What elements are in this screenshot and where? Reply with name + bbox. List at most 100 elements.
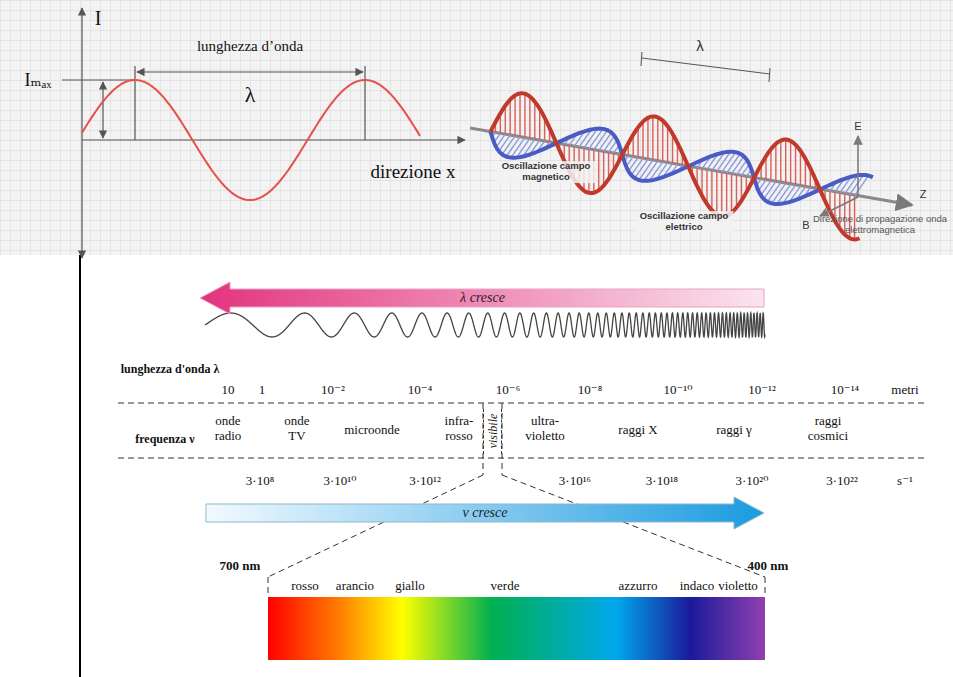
propagation-axis [470,128,912,205]
wavelength-value: 10⁻¹⁴ [831,383,859,398]
wavelength-value: 10⁻² [321,383,345,398]
electric-rung [534,102,535,140]
electric-rung [800,151,801,186]
visible-spectrum-bar [268,597,765,660]
em-axes [641,52,858,216]
wavelength-value: 10⁻⁶ [496,383,520,398]
electric-rung [721,172,722,216]
arrow-wavelength-increases: λ cresce [200,281,765,315]
wavelength-value: 10⁻¹² [748,383,776,398]
electric-rung [667,126,668,163]
electric-rung [716,171,717,214]
scale-title: frequenza ν [135,433,194,447]
wavelength-value: 10⁻¹⁰ [664,383,693,398]
color-name: violetto [718,579,758,594]
frequency-value: 3·10²⁰ [736,474,769,489]
magnetic-rung [604,136,615,152]
node-text: ν cresce [463,505,508,521]
magnetic-rung [502,136,515,154]
color-name: verde [491,579,520,594]
electric-rung [529,97,530,139]
direction-label: Direzione di propagazione onda elettroma… [810,214,950,236]
electric-rung [731,174,732,213]
electric-rung [514,95,515,136]
band-name: infra- rosso [439,414,479,444]
visible-band: visibile [483,409,502,454]
wavelength-value: 10 [222,383,235,398]
wavelength-value: 10⁻⁸ [578,383,602,398]
electric-rung [598,151,599,191]
field-label: Oscillazione campo elettrico [635,211,734,233]
frequency-value: 3·10¹⁶ [559,474,591,489]
magnetic-rung [599,133,612,151]
band-name: ultra- violetto [520,414,570,444]
band-name: raggi X [618,423,657,438]
color-name: giallo [395,579,425,594]
wavelength-value: 10⁻⁴ [408,383,432,398]
node-text: λ cresce [460,290,505,306]
node-text: visibile [485,414,500,449]
electric-rung [603,151,604,185]
electric-rung [780,141,781,183]
sine-curve [82,80,420,200]
unit-label: s⁻¹ [897,474,913,489]
magnetic-rung [631,158,643,175]
electric-rung [726,173,727,215]
band-name: onde radio [205,414,251,444]
band-name: raggi γ [716,423,752,438]
frequency-value: 3·10¹⁸ [646,474,678,489]
color-name: arancio [336,579,374,594]
electric-rung [770,149,771,181]
amplitude-label: Iₘₐₓ [24,70,51,91]
chart-axes [62,8,465,258]
electric-rung [509,100,510,135]
frequency-value: 3·10⁸ [246,474,274,489]
lambda-symbol: λ [696,37,704,54]
axis-label: I [95,7,102,30]
arrow-body [200,282,764,314]
electric-rung [736,175,737,208]
magnetic-rung [764,182,776,199]
wavelength-limit: 400 nm [748,559,789,574]
electric-rung [795,145,796,185]
arrow-frequency-increases: ν cresce [205,496,765,530]
frequency-value: 3·10²² [826,474,858,489]
scale-dashes [118,403,925,597]
band-name: raggi cosmici [803,414,853,444]
unit-label: metri [891,383,918,398]
grid [0,0,953,255]
magnetic-wave [491,129,873,204]
band-name: onde TV [276,414,318,444]
electric-rung [775,144,776,182]
electric-rung [790,141,791,184]
electric-rung [647,118,648,159]
magnetic-rung [855,176,869,196]
axis-label: direzione x [371,161,456,183]
electric-rung [642,122,643,159]
electric-rung [519,93,520,136]
grid-ground [0,0,953,255]
wavelength-value: 1 [259,383,266,398]
electric-rung [652,116,653,160]
magnetic-rung [737,160,747,175]
color-name: indaco [680,579,715,594]
electric-rung [711,170,712,210]
electric-rung [657,117,658,161]
band-name: microonde [344,423,400,438]
electric-rung [524,94,525,138]
magnetic-rung [761,181,771,195]
magnetic-rung [629,158,639,172]
electric-wave [491,93,860,239]
axis-label: Z [920,188,927,201]
field-label: Oscillazione campo magnetico [497,161,596,183]
axis-label: E [854,120,861,133]
magnetic-rung [732,156,744,174]
axis-label: B [802,219,809,232]
electric-rung [706,170,707,204]
wave-chirp-line [205,313,765,337]
wave-chirp [205,313,765,337]
wavelength-limit: 700 nm [220,559,261,574]
lambda-symbol: λ [245,82,256,107]
frame-line [79,255,81,677]
